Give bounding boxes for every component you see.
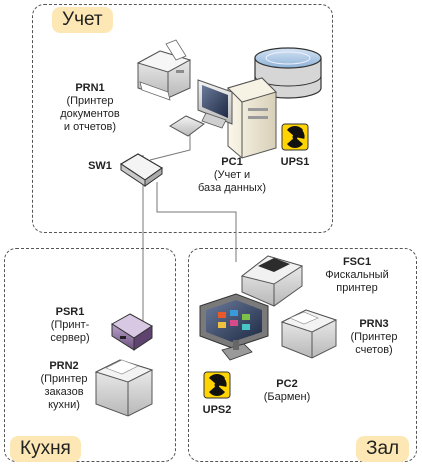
label-prn1-desc-1: (Принтер bbox=[66, 95, 114, 107]
label-pc2-id: PC2 bbox=[276, 378, 298, 390]
label-prn1-desc-2: документов bbox=[60, 108, 120, 120]
label-pc1-desc-1: (Учет и bbox=[213, 169, 251, 181]
zone-accounting bbox=[32, 4, 333, 233]
label-prn2-id: PRN2 bbox=[49, 360, 79, 372]
label-sw1-id: SW1 bbox=[88, 160, 112, 172]
pc1-keyboard-icon bbox=[169, 115, 205, 137]
label-sw1: SW1 bbox=[80, 160, 120, 173]
psr1-print-server-icon bbox=[111, 313, 153, 351]
label-ups2-id: UPS2 bbox=[202, 404, 232, 416]
label-prn3-desc-2: счетов) bbox=[355, 344, 393, 356]
label-prn3-id: PRN3 bbox=[359, 318, 389, 330]
label-ups1-id: UPS1 bbox=[280, 156, 310, 168]
ups1-radiation-icon bbox=[281, 123, 309, 151]
cable-sw1-fsc1 bbox=[156, 182, 237, 262]
label-pc2-desc-1: (Бармен) bbox=[263, 391, 311, 403]
pc2-pos-terminal-icon bbox=[199, 293, 269, 361]
zone-accounting-tag: Учет bbox=[52, 7, 113, 33]
ups2-radiation-icon bbox=[203, 371, 231, 399]
label-psr1-id: PSR1 bbox=[55, 306, 85, 318]
zone-hall-tag: Зал bbox=[356, 436, 410, 462]
label-prn3-desc-1: (Принтер bbox=[350, 331, 398, 343]
label-psr1-desc-1: (Принт- bbox=[50, 319, 90, 331]
label-fsc1-desc-1: Фискальный bbox=[325, 269, 389, 281]
label-prn2-desc-2: заказов bbox=[44, 386, 84, 398]
label-prn2-desc-3: кухни) bbox=[48, 399, 80, 411]
label-prn1: PRN1 (Принтер документов и отчетов) bbox=[34, 82, 146, 134]
label-prn3: PRN3 (Принтер счетов) bbox=[338, 318, 410, 357]
label-fsc1: FSC1 Фискальный принтер bbox=[312, 256, 402, 295]
label-pc1: PC1 (Учет и база данных) bbox=[184, 156, 280, 195]
zone-kitchen-tag: Кухня bbox=[10, 436, 81, 462]
label-pc2: PC2 (Бармен) bbox=[252, 378, 322, 404]
prn2-printer-icon bbox=[94, 359, 154, 417]
zone-kitchen bbox=[4, 248, 176, 462]
label-prn2: PRN2 (Принтер заказов кухни) bbox=[30, 360, 98, 412]
pc1-tower-icon bbox=[227, 77, 277, 159]
label-pc1-id: PC1 bbox=[221, 156, 243, 168]
pc1-monitor-icon bbox=[197, 79, 233, 129]
prn1-printer-icon bbox=[136, 39, 192, 101]
label-psr1: PSR1 (Принт- сервер) bbox=[38, 306, 102, 345]
label-fsc1-id: FSC1 bbox=[342, 256, 372, 268]
sw1-switch-icon bbox=[119, 153, 164, 187]
label-prn1-id: PRN1 bbox=[75, 82, 105, 94]
label-psr1-desc-2: сервер) bbox=[50, 332, 90, 344]
label-prn2-desc-1: (Принтер bbox=[40, 373, 88, 385]
label-fsc1-desc-2: принтер bbox=[336, 282, 378, 294]
network-cables bbox=[142, 112, 237, 330]
label-ups2: UPS2 bbox=[196, 404, 238, 417]
label-prn1-desc-3: и отчетов) bbox=[63, 121, 117, 133]
prn3-printer-icon bbox=[280, 309, 338, 359]
fsc1-fiscal-printer-icon bbox=[240, 255, 304, 307]
label-ups1: UPS1 bbox=[274, 156, 316, 169]
zone-hall bbox=[188, 248, 417, 462]
label-pc1-desc-2: база данных) bbox=[197, 182, 266, 194]
